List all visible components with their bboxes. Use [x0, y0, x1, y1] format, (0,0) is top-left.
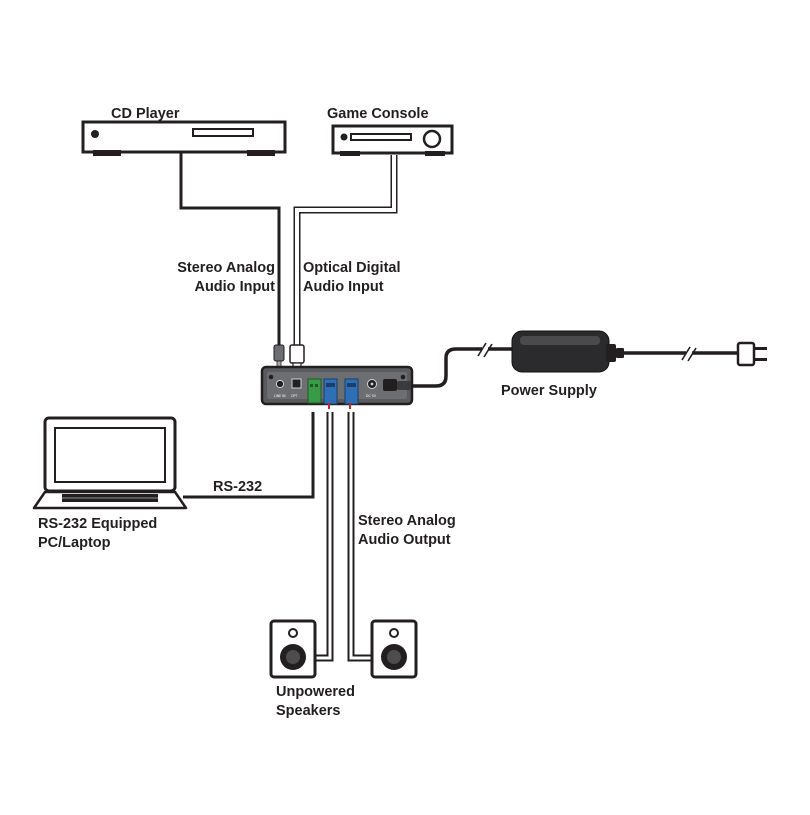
cables: [179, 152, 741, 662]
power-supply-label: Power Supply: [501, 383, 597, 399]
opt-port-label: OPT: [291, 394, 297, 398]
laptop-icon: [32, 416, 188, 510]
cd-player-icon: [81, 120, 287, 156]
optical-input-cable: [293, 155, 398, 348]
rs232-label: RS-232: [213, 479, 263, 495]
optical-input-label: Optical Digital Audio Input: [303, 260, 401, 295]
stereo-output-label: Stereo Analog Audio Output: [358, 513, 456, 548]
dc-plug: [383, 379, 411, 391]
right-speaker-icon: [370, 619, 418, 679]
left-speaker-icon: [269, 619, 317, 679]
laptop-label: RS-232 Equipped PC/Laptop: [38, 516, 158, 551]
stereo-plug: [273, 344, 285, 370]
stereo-input-cable: [179, 152, 281, 345]
game-console-label: Game Console: [327, 106, 429, 122]
game-console-icon: [331, 124, 454, 156]
speaker-cable-left: [314, 412, 334, 662]
speakers-label: Unpowered Speakers: [276, 684, 355, 719]
ac-plug-icon: [736, 341, 767, 367]
audio-device: LINE IN OPT DC 5V: [260, 365, 414, 409]
stereo-input-label: Stereo Analog Audio Input: [177, 260, 275, 295]
rs232-cable: [183, 412, 315, 499]
line-in-port-label: LINE IN: [274, 394, 286, 398]
dc-cable: [410, 347, 515, 388]
cd-player-label: CD Player: [111, 106, 180, 122]
dc-port-label: DC 5V: [366, 394, 377, 398]
power-supply-icon: [511, 330, 624, 373]
